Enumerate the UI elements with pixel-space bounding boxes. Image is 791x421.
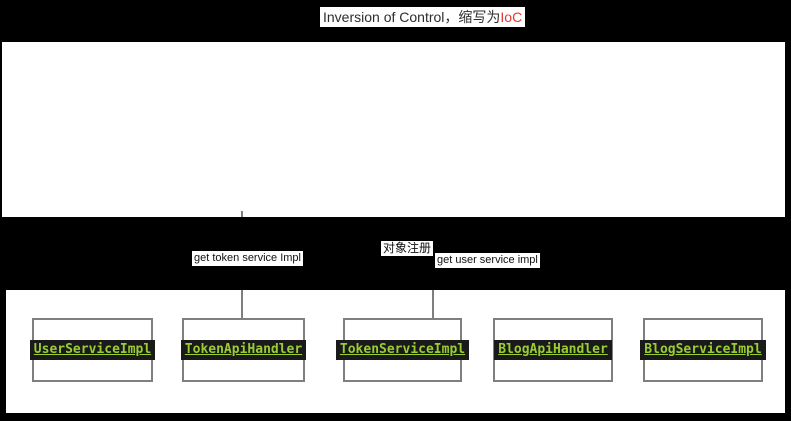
box-token-api-handler: TokenApiHandler [180,318,307,382]
box-blog-service-impl-label: BlogServiceImpl [640,340,766,360]
diagram-title-accent: IoC [500,9,523,25]
box-token-service-impl-label: TokenServiceImpl [335,340,470,360]
label-object-register: 对象注册 [381,241,434,256]
connector-line-token-api [241,290,243,319]
label-get-user-service: get user service impl [435,253,540,268]
box-blog-api-handler: BlogApiHandler [493,318,613,382]
box-blog-service-impl: BlogServiceImpl [640,318,766,382]
label-get-token-service: get token service Impl [192,251,303,266]
diagram-title-text: Inversion of Control，缩写为 [323,9,501,25]
upper-diagram-panel [2,42,785,217]
connector-stub-line [241,211,243,217]
box-token-api-handler-label: TokenApiHandler [180,340,307,360]
box-blog-api-handler-label: BlogApiHandler [494,340,612,360]
box-user-service-impl: UserServiceImpl [29,318,156,382]
connector-line-token-service [432,290,434,319]
box-token-service-impl: TokenServiceImpl [335,318,470,382]
box-user-service-impl-label: UserServiceImpl [29,340,156,360]
diagram-title: Inversion of Control，缩写为IoC [320,7,526,27]
